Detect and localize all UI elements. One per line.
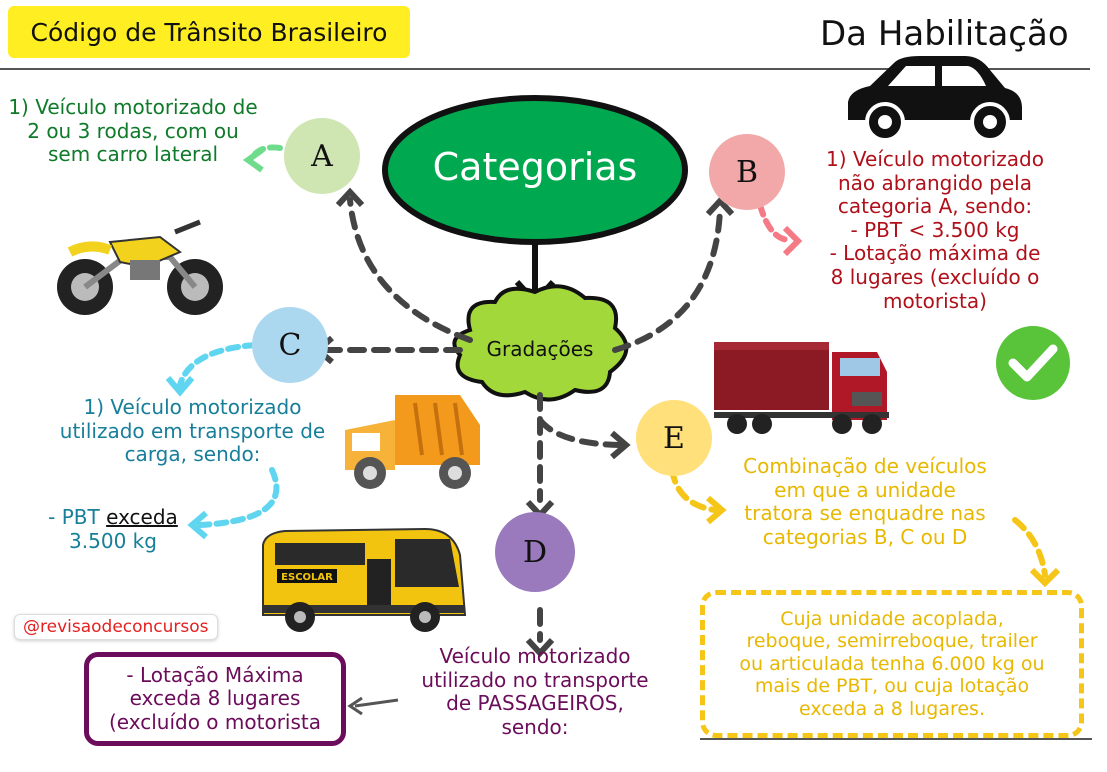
category-e-box: Cuja unidade acoplada, reboque, semirreb… — [700, 590, 1084, 738]
categorias-label: Categorias — [432, 145, 638, 189]
check-icon — [996, 326, 1070, 400]
header-subtitle: Da Habilitação — [820, 14, 1069, 54]
category-b-line: motorista) — [883, 288, 987, 313]
category-b-line: não abrangido pela — [838, 170, 1032, 195]
category-d-box-line: exceda 8 lugares — [129, 686, 301, 711]
category-d-box-line: - Lotação Máxima — [126, 662, 304, 687]
category-e-circle: E — [636, 400, 712, 476]
category-d-line: sendo: — [501, 714, 569, 739]
semi-truck-icon — [714, 342, 889, 434]
category-c-pbt-emph: exceda — [106, 505, 178, 529]
category-d-line: Veículo motorizado — [439, 644, 631, 668]
motorcycle-icon — [57, 219, 223, 315]
category-b-line: - PBT < 3.500 kg — [850, 217, 1020, 242]
category-a-circle: A — [284, 118, 360, 194]
top-divider — [0, 68, 1090, 70]
category-e-box-line: Cuja unidade acoplada, — [780, 607, 1004, 630]
category-a-text: 1) Veículo motorizado de 2 ou 3 rodas, c… — [8, 95, 258, 167]
category-e-line: Combinação de veículos — [743, 454, 987, 478]
category-e-box-line: mais de PBT, ou cuja lotação — [754, 675, 1030, 698]
category-d-text: Veículo motorizado utilizado no transpor… — [385, 644, 685, 739]
category-d-box-line: (excluído o motorista — [108, 709, 321, 734]
category-e-box-line: exceda a 8 lugares. — [798, 697, 985, 720]
category-b-line: - Lotação máxima de — [829, 241, 1041, 266]
category-e-text: Combinação de veículos em que a unidade … — [700, 454, 1030, 549]
category-e-box-text: Cuja unidade acoplada, reboque, semirreb… — [739, 608, 1044, 720]
gradacoes-label: Gradações — [486, 337, 594, 361]
category-c-pbt: - PBT exceda 3.500 kg — [28, 505, 198, 553]
category-c-text: 1) Veículo motorizado utilizado em trans… — [59, 395, 326, 467]
category-b-line: 8 lugares (excluído o — [830, 264, 1040, 289]
category-e-line: tratora se enquadre nas — [744, 501, 986, 526]
category-e-box-line: ou articulada tenha 6.000 kg ou — [739, 652, 1045, 675]
category-d-circle: D — [495, 512, 575, 592]
category-b-circle: B — [709, 134, 785, 210]
category-c-pbt-prefix: - PBT — [48, 505, 107, 529]
category-b-line: 1) Veículo motorizado — [826, 147, 1044, 171]
category-b-line: categoria A, sendo: — [837, 194, 1033, 219]
header-title: Código de Trânsito Brasileiro — [30, 17, 388, 47]
category-d-line: de PASSAGEIROS, — [446, 691, 624, 716]
category-d-box-text: - Lotação Máxima exceda 8 lugares (exclu… — [108, 662, 321, 735]
car-icon — [848, 56, 1022, 142]
category-b-text: 1) Veículo motorizado não abrangido pela… — [800, 147, 1070, 313]
category-d-box: - Lotação Máxima exceda 8 lugares (exclu… — [84, 652, 346, 746]
gradacoes-cloud — [452, 284, 629, 402]
header-title-box: Código de Trânsito Brasileiro — [8, 6, 410, 58]
category-e-box-line: reboque, semirreboque, trailer — [746, 630, 1038, 653]
truck-icon — [345, 395, 480, 489]
category-c-circle: C — [252, 307, 328, 383]
school-bus-icon: ESCOLAR — [262, 527, 467, 632]
category-c-pbt-value: 3.500 kg — [69, 529, 157, 553]
category-e-line: categorias B, C ou D — [762, 524, 968, 549]
category-e-line: em que a unidade — [774, 477, 956, 502]
category-d-line: utilizado no transporte — [421, 667, 649, 692]
bus-sign: ESCOLAR — [281, 572, 333, 583]
watermark-handle: @revisaodeconcursos — [14, 614, 218, 640]
bottom-divider — [700, 738, 1092, 740]
category-c-pbt-line: - PBT exceda — [28, 505, 198, 529]
